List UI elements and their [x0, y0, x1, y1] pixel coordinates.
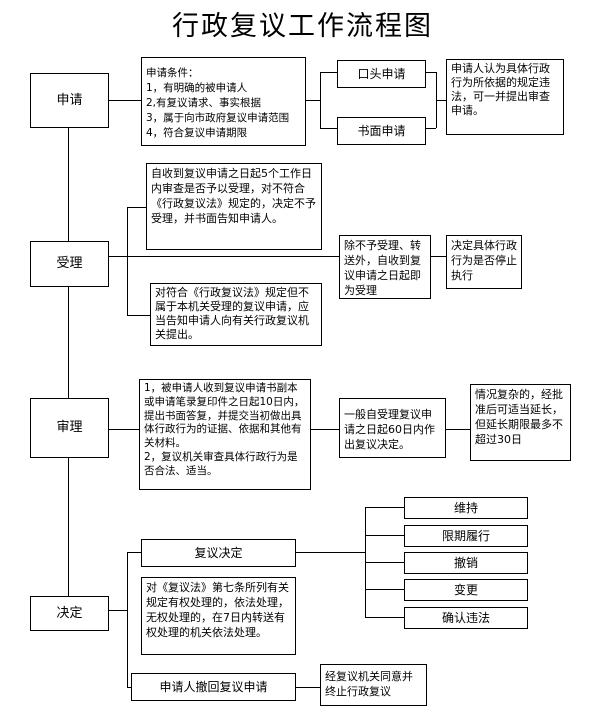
page-title: 行政复议工作流程图: [172, 11, 433, 42]
stage-accept: 受理: [30, 241, 109, 287]
suspend-execution: 决定具体行政行为是否停止执行: [446, 235, 522, 289]
transfer-rule: 对符合《行政复议法》规定但不属于本机关受理的复议申请，应当告知申请人向有关行政复…: [150, 283, 322, 346]
outcome-deadline-perform: 限期履行: [404, 525, 528, 547]
apply-note: 申请人认为具体行政行为所依据的规定违法，可一并提出审查申请。: [446, 59, 564, 135]
review-process: 1，被申请人收到复议申请书副本或申请笔录复印件之日起10日内，提出书面答复，并提…: [139, 379, 311, 490]
stage-apply: 申请: [30, 73, 109, 128]
article7-rule: 对《复议法》第七条所列有关规定有权处理的，依法处理，无权处理的，在7日内转送有权…: [141, 577, 296, 655]
outcome-confirm-illegal: 确认违法: [404, 607, 528, 629]
decision-box: 复议决定: [141, 539, 296, 567]
withdraw-application: 申请人撤回复议申请: [131, 673, 296, 701]
extension-rule: 情况复杂的，经批准后可适当延长，但延长期限最多不超过30日: [470, 384, 571, 461]
stage-decide: 决定: [30, 596, 109, 631]
reject-rule: 自收到复议申请之日起5个工作日内审查是否予以受理，对不符合《行政复议法》规定的，…: [146, 163, 322, 250]
terminate-review: 经复议机关同意并终止行政复议: [320, 664, 427, 706]
review-deadline: 一般自受理复议申请之日起60日内作出复议决定。: [339, 398, 446, 458]
written-application: 书面申请: [337, 117, 426, 145]
oral-application: 口头申请: [337, 60, 426, 88]
apply-conditions: 申请条件： 1，有明确的被申请人 2,有复议请求、事实根据 3，属于向市政府复议…: [141, 57, 306, 146]
outcome-maintain: 维持: [404, 497, 528, 519]
outcome-revoke: 撤销: [404, 552, 528, 574]
outcome-change: 变更: [404, 579, 528, 601]
acceptance-rule: 除不予受理、转送外，自收到复议申请之日起即为受理: [339, 235, 431, 299]
stage-review: 审理: [30, 398, 109, 458]
